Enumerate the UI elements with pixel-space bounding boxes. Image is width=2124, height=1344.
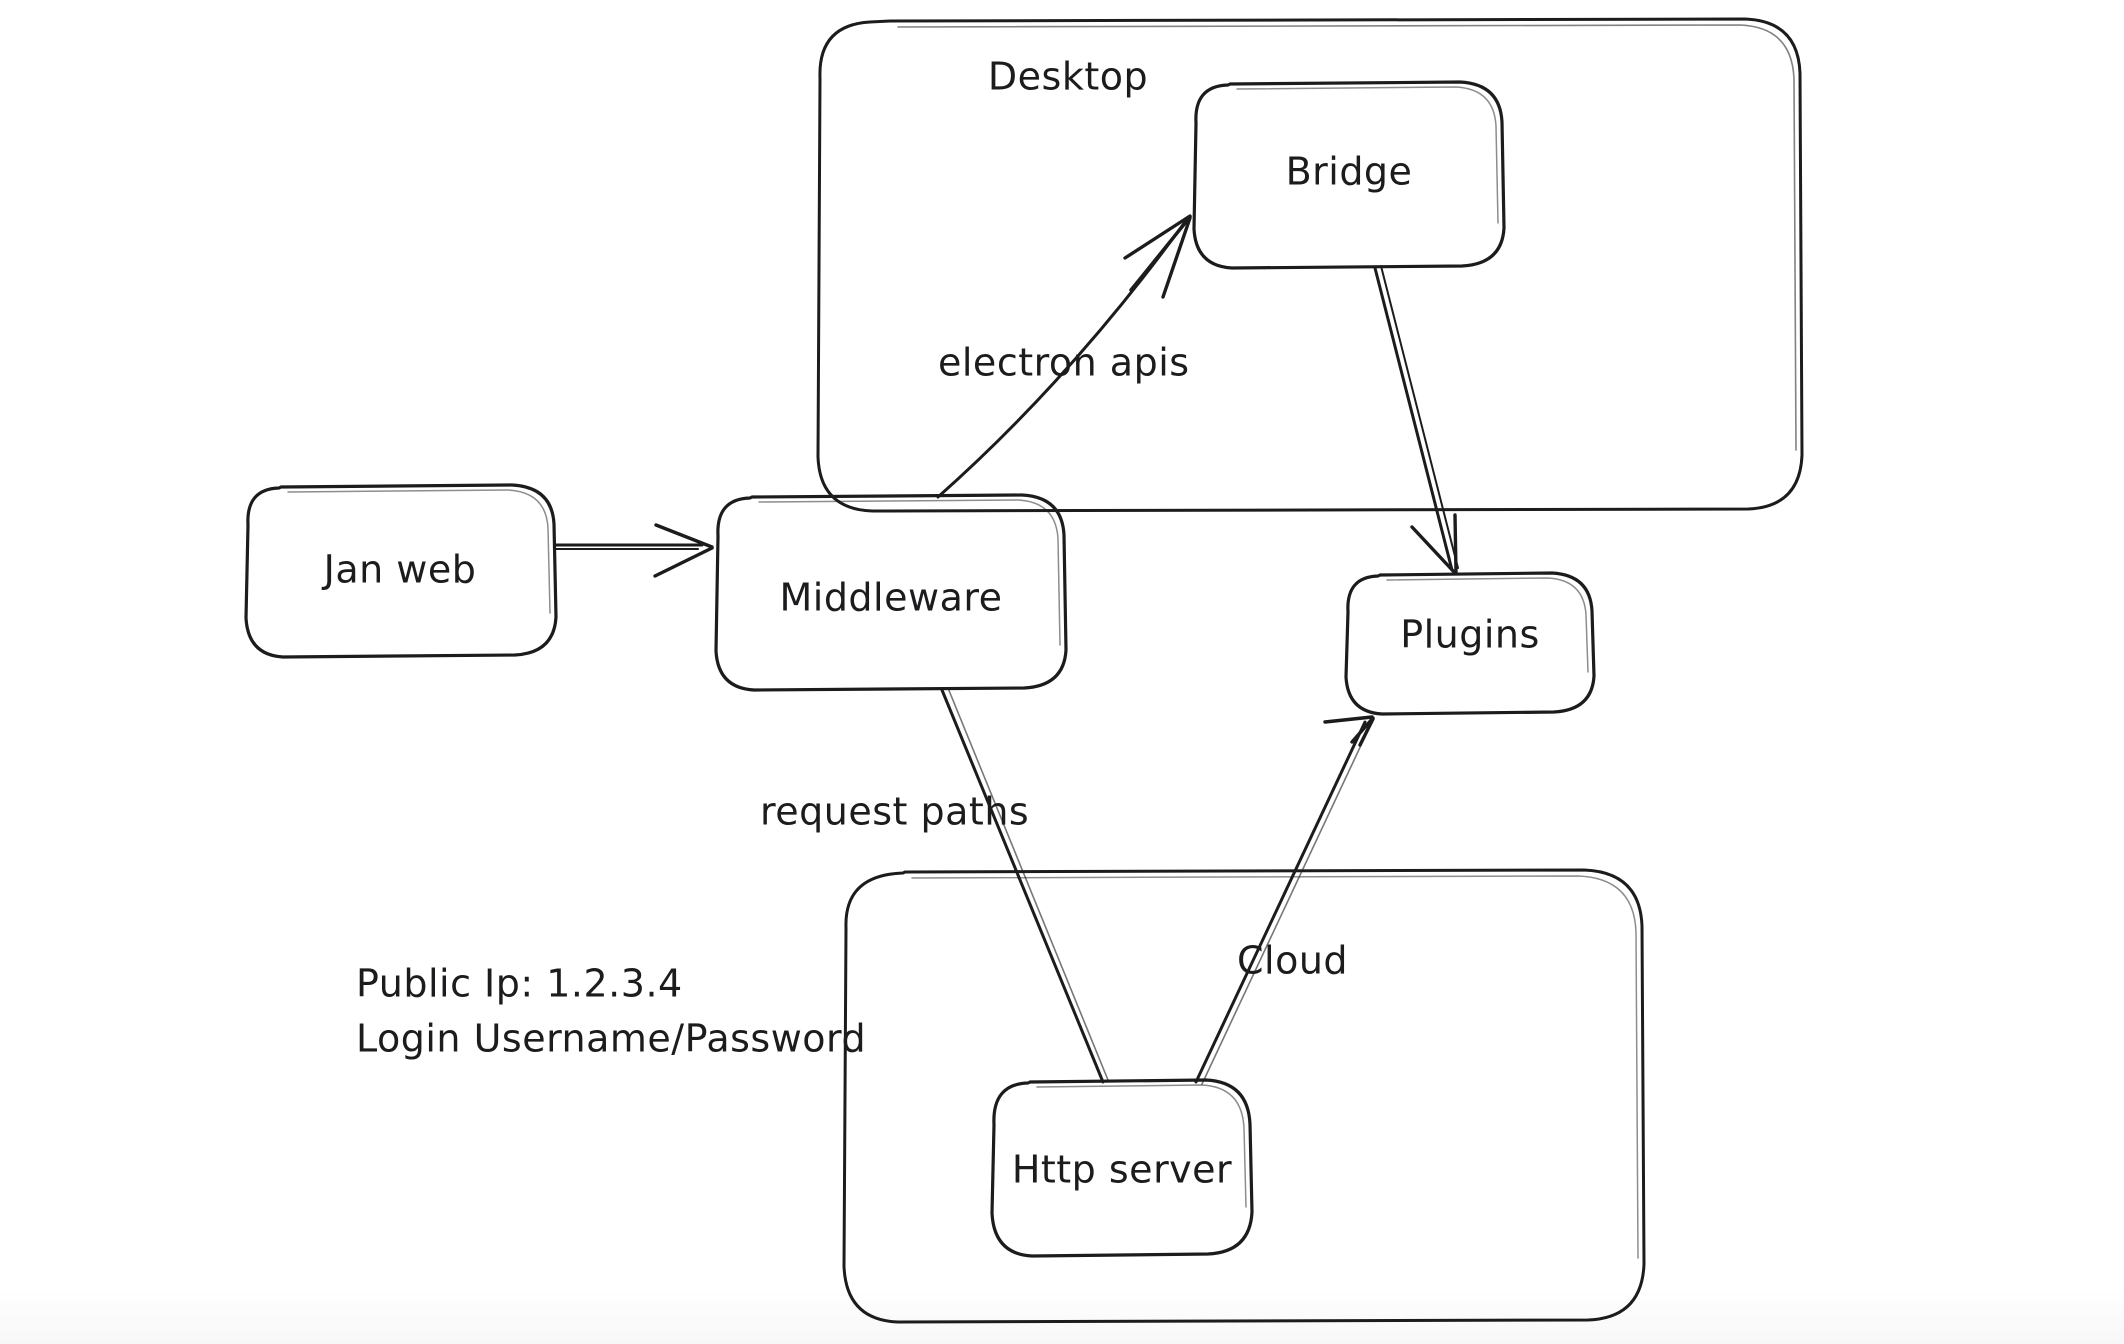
node-label-http-server: Http server — [1012, 1148, 1232, 1192]
edge-middleware-to-http: request paths — [760, 687, 1109, 1084]
edge-bridge-to-plugins — [1373, 265, 1459, 575]
node-label-bridge: Bridge — [1286, 150, 1413, 194]
note-public-ip: Public Ip: 1.2.3.4 — [356, 962, 683, 1006]
node-middleware[interactable]: Middleware — [714, 493, 1068, 692]
edge-label-request-paths: request paths — [760, 790, 1029, 834]
edge-janweb-to-middleware — [554, 523, 714, 578]
edge-middleware-to-bridge: electron apis — [936, 214, 1192, 499]
group-desktop[interactable] — [816, 17, 1804, 513]
edge-http-to-plugins: Cloud — [1194, 715, 1375, 1085]
node-label-plugins: Plugins — [1400, 613, 1540, 657]
group-label-desktop: Desktop — [988, 55, 1148, 99]
node-label-middleware: Middleware — [779, 576, 1002, 620]
node-bridge[interactable]: Bridge — [1192, 80, 1506, 270]
edge-label-cloud: Cloud — [1237, 939, 1348, 983]
node-label-jan-web: Jan web — [322, 548, 477, 592]
note-login: Login Username/Password — [356, 1017, 866, 1061]
node-plugins[interactable]: Plugins — [1344, 571, 1596, 716]
node-jan-web[interactable]: Jan web — [244, 483, 558, 659]
node-http-server[interactable]: Http server — [990, 1078, 1254, 1258]
notes-block: Public Ip: 1.2.3.4 Login Username/Passwo… — [356, 962, 866, 1061]
edge-label-electron-apis: electron apis — [938, 341, 1190, 385]
group-cloud-container[interactable] — [842, 868, 1646, 1324]
